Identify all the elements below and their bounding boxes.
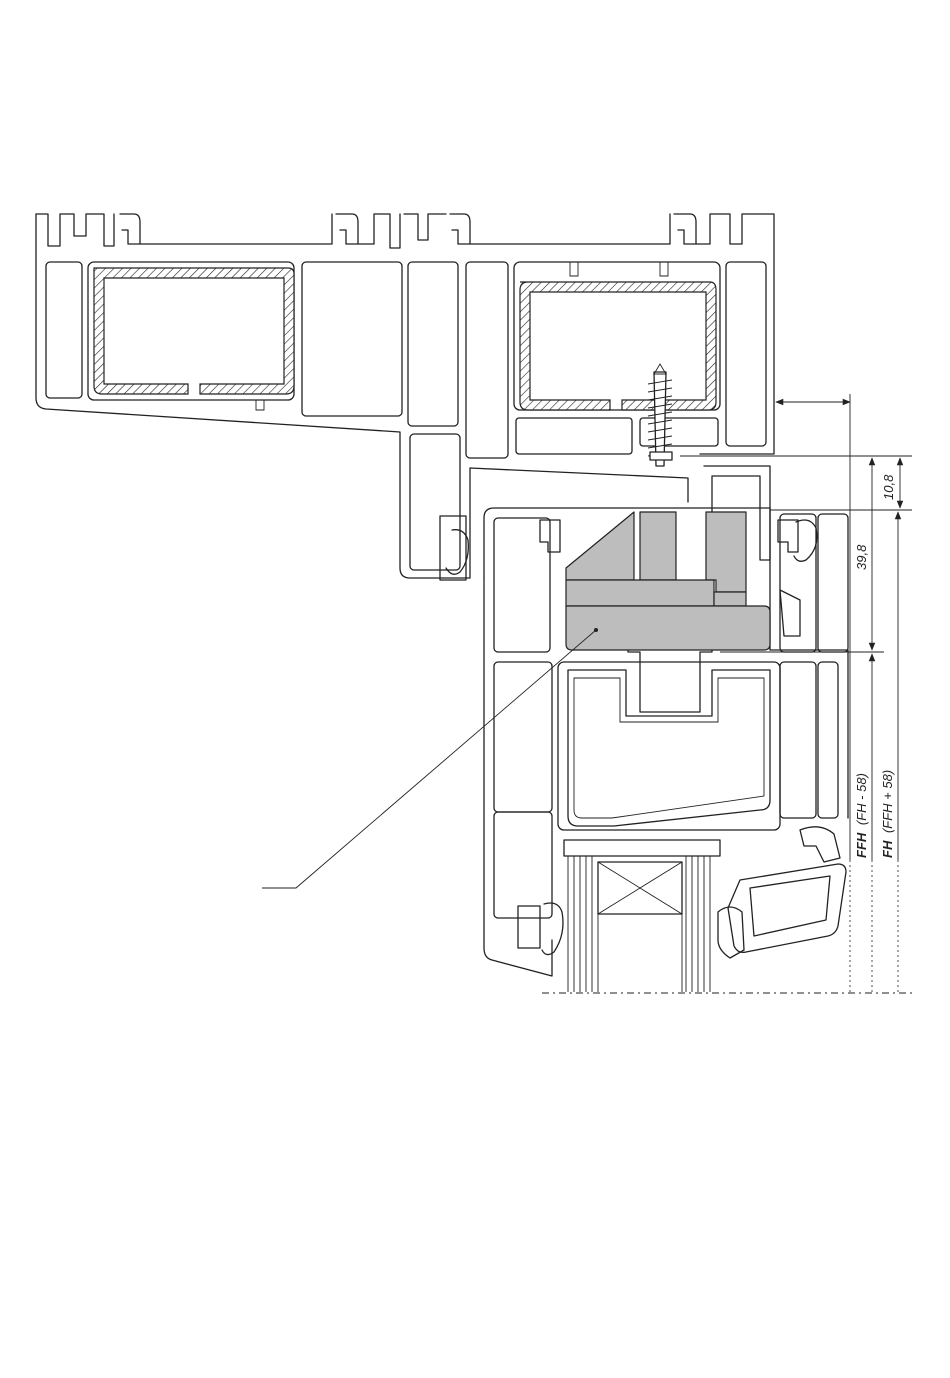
dim-ffh-label: FFH — [854, 832, 869, 858]
dim-overlap: 39,8 — [854, 544, 869, 570]
dim-ffh: FFH (FH - 58) — [854, 773, 869, 858]
dim-fh: FH (FFH + 58) — [880, 770, 895, 858]
dim-fh-formula: (FFH + 58) — [880, 770, 895, 833]
glazing-unit — [564, 840, 720, 992]
gray-hardware-part — [566, 512, 770, 650]
dim-fh-label: FH — [880, 840, 895, 858]
steel-reinforcement-right — [520, 282, 716, 410]
screw — [648, 364, 672, 466]
dimension-labels: 10,8 39,8 FFH (FH - 58) FH (FFH + 58) — [854, 474, 896, 858]
steel-reinforcement-left — [94, 268, 294, 394]
glazing-bead — [718, 827, 846, 958]
callout-leader-line — [262, 630, 596, 888]
dim-ffh-formula: (FH - 58) — [854, 773, 869, 825]
dim-top-gap: 10,8 — [881, 474, 896, 500]
